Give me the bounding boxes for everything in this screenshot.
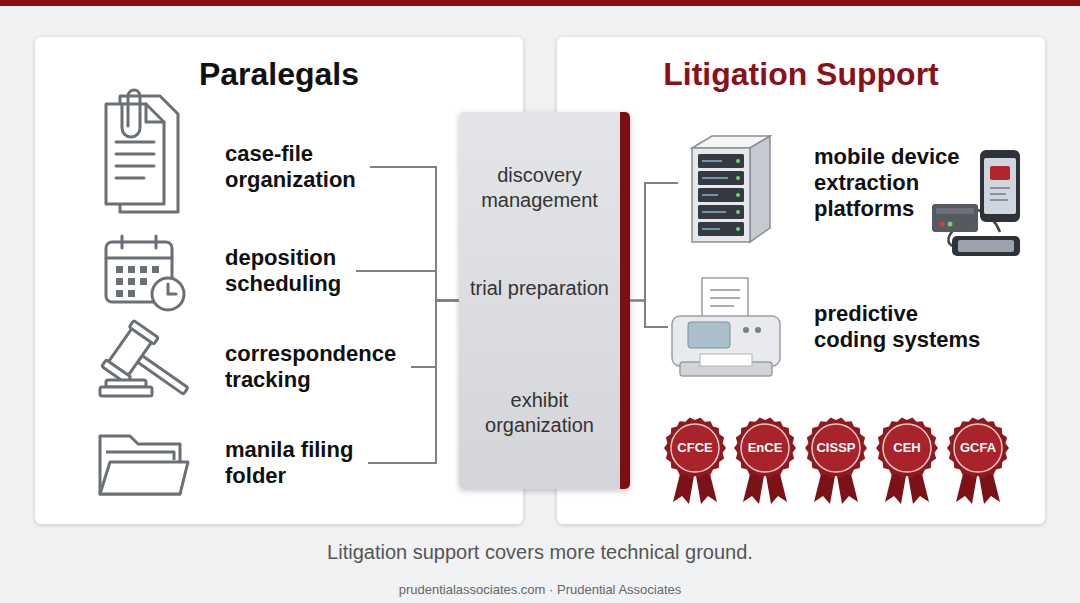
badge-label: CFCE bbox=[661, 440, 729, 456]
tool-label: predictive coding systems bbox=[814, 301, 994, 353]
badge-label: CEH bbox=[873, 440, 941, 456]
cert-badge: CEH bbox=[873, 414, 941, 506]
band-label: exhibit organization bbox=[459, 388, 620, 438]
task-label: deposition scheduling bbox=[225, 245, 341, 296]
tool-item: predictive coding systems bbox=[668, 272, 998, 382]
cert-badge: CFCE bbox=[661, 414, 729, 506]
badge-rosette bbox=[873, 414, 941, 506]
task-item: manila filing folder bbox=[225, 437, 368, 489]
panel-card: Paralegals case-file organization depositi… bbox=[35, 37, 523, 524]
band-label: discovery management bbox=[459, 163, 620, 213]
panel-card: Litigation Support mobile device extracti… bbox=[557, 37, 1045, 524]
cert-badge: GCFA bbox=[944, 414, 1012, 506]
footer-note: prudentialassociates.com · Prudential As… bbox=[0, 582, 1080, 598]
badge-rosette bbox=[731, 414, 799, 506]
badge-rosette bbox=[944, 414, 1012, 506]
caption: Litigation support covers more technical… bbox=[0, 539, 1080, 565]
badge-label: GCFA bbox=[944, 440, 1012, 456]
cert-badge: CISSP bbox=[802, 414, 870, 506]
task-item: correspondence tracking bbox=[225, 341, 411, 393]
tool-item: mobile device extraction platforms bbox=[678, 125, 1028, 241]
task-label: case-file organization bbox=[225, 141, 356, 192]
band-label: trial preparation bbox=[459, 276, 620, 301]
task-item: case-file organization bbox=[225, 141, 370, 193]
task-label: correspondence tracking bbox=[225, 341, 396, 392]
badge-rosette bbox=[802, 414, 870, 506]
panel-heading: Litigation Support bbox=[557, 55, 1045, 93]
task-label: manila filing folder bbox=[225, 437, 353, 488]
badge-rosette bbox=[661, 414, 729, 506]
cert-badge: EnCE bbox=[731, 414, 799, 506]
top-bar bbox=[0, 0, 1080, 6]
badge-label: EnCE bbox=[731, 440, 799, 456]
task-item: deposition scheduling bbox=[225, 245, 356, 297]
tool-label: mobile device extraction platforms bbox=[814, 144, 974, 222]
badge-label: CISSP bbox=[802, 440, 870, 456]
panel-heading: Paralegals bbox=[35, 55, 523, 93]
shared-band: discovery management trial preparation exh… bbox=[459, 112, 630, 489]
